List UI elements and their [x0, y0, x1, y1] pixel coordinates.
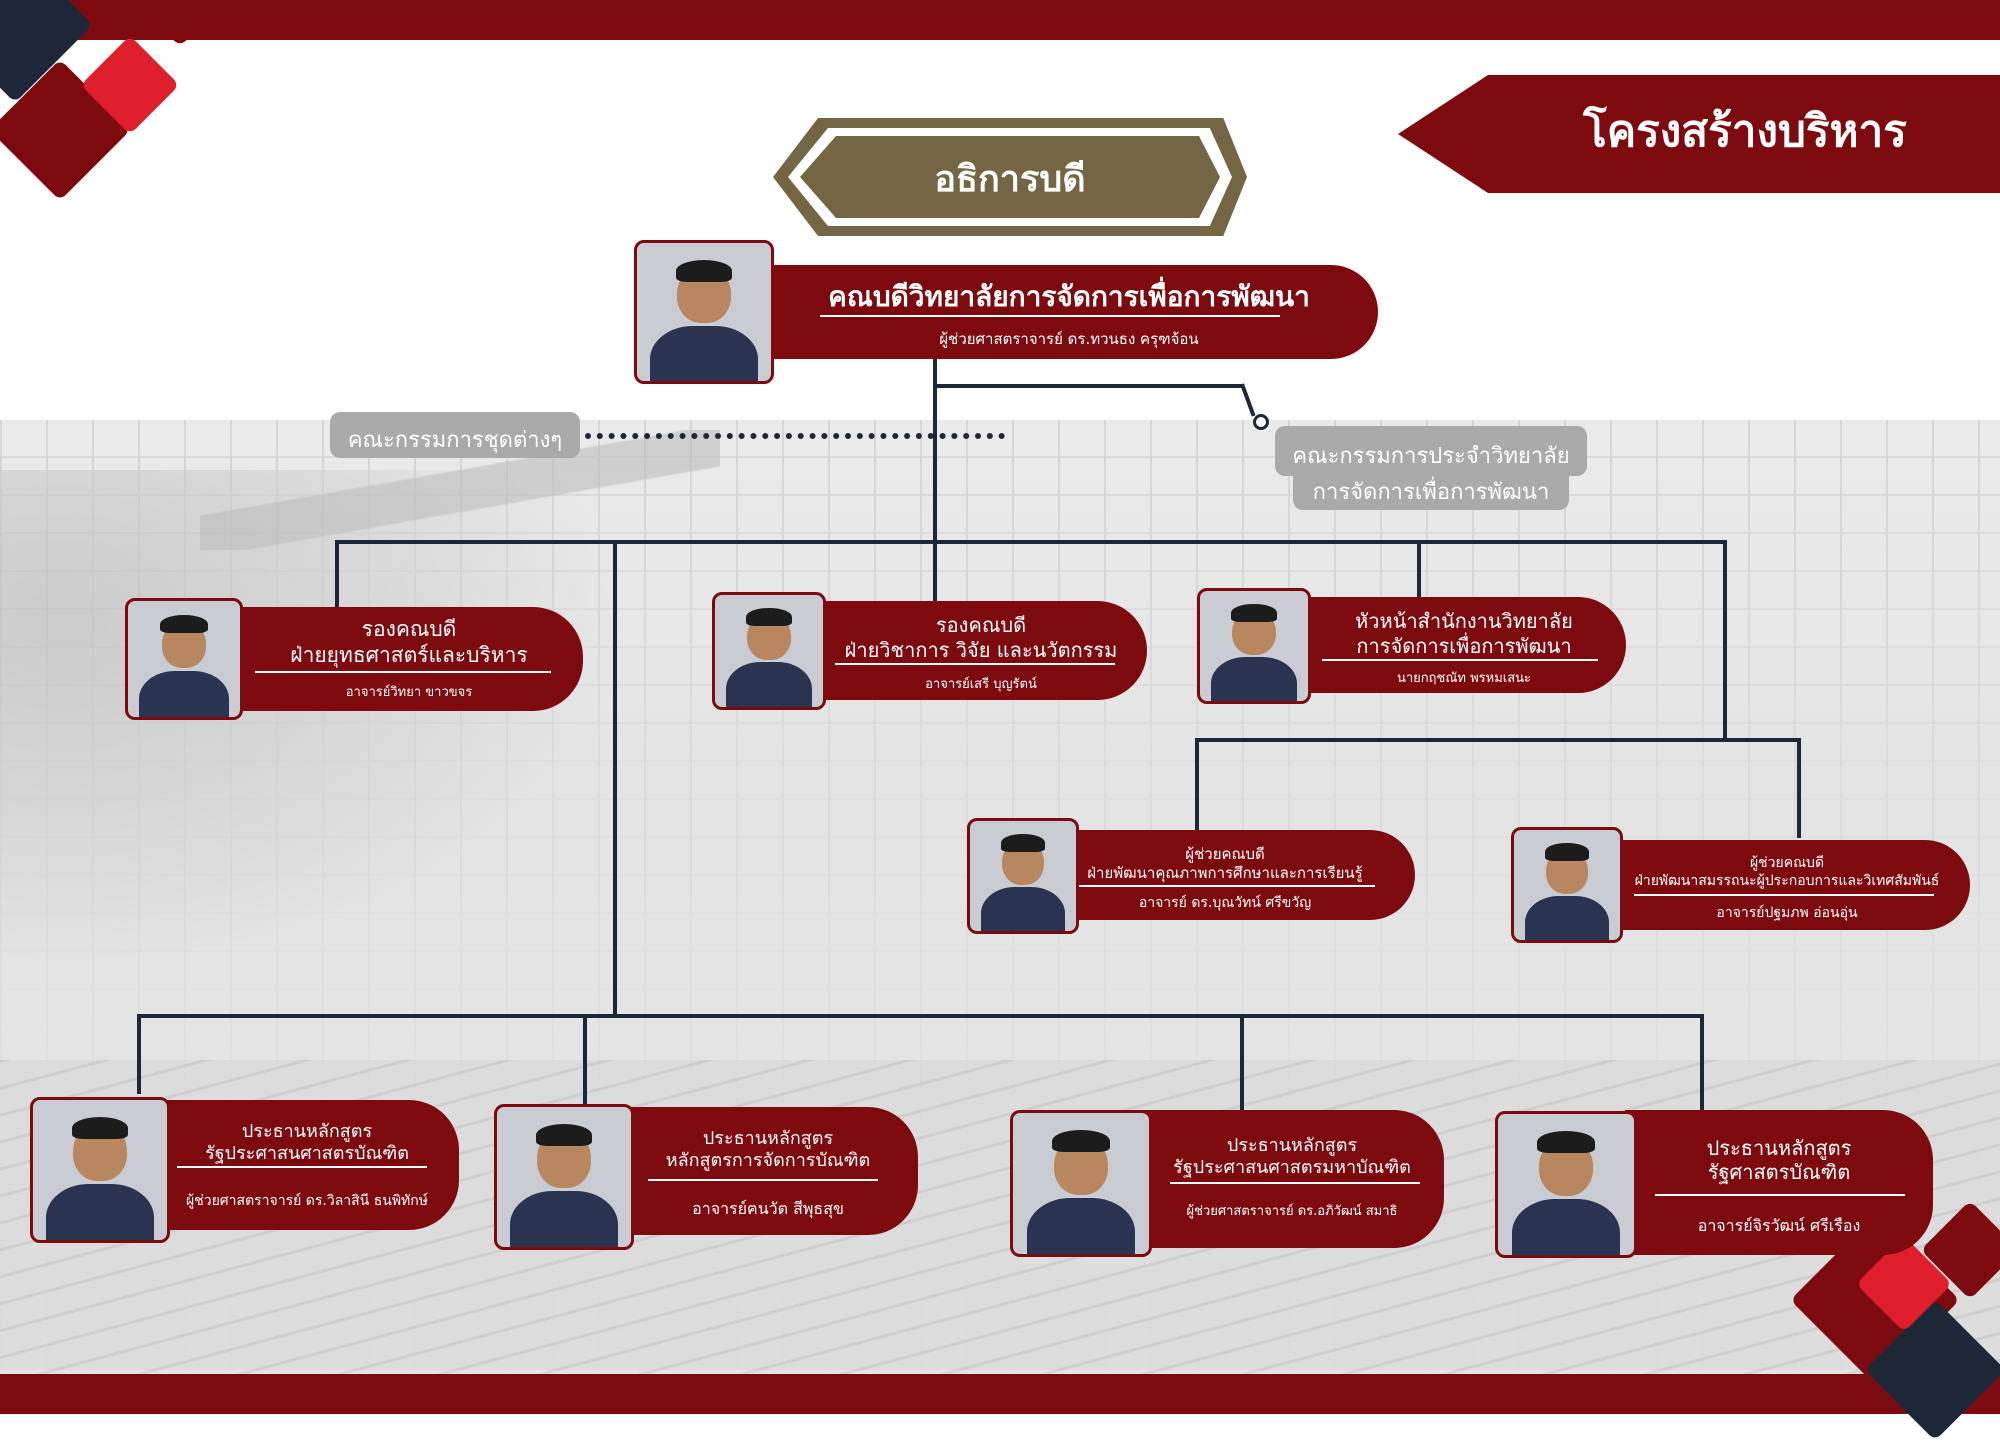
page-title: โครงสร้างบริหาร [1583, 106, 1907, 157]
assistant-photo-1 [967, 818, 1079, 934]
connector-program2-drop [583, 1014, 587, 1104]
assistant-line2-2: ฝ่ายพัฒนาสมรรถนะผู้ประกอบการและวิเทศสัมพ… [1634, 873, 1940, 889]
connector-dean-down [933, 358, 937, 540]
assistant-line1-1: ผู้ช่วยคณบดี [1185, 845, 1265, 863]
program-card-4: ประธานหลักสูตร รัฐศาสตรบัณฑิต อาจารย์จิร… [1625, 1110, 1933, 1255]
program-name-3: ผู้ช่วยศาสตราจารย์ ดร.อภิวัฒน์ สมาธิ [1186, 1204, 1398, 1219]
program-photo-1 [30, 1097, 170, 1243]
president-label: อธิการบดี [934, 159, 1086, 200]
level2-card-2: รองคณบดี ฝ่ายวิชาการ วิจัย และนวัตกรรม อ… [815, 601, 1147, 700]
assistant-line1-2: ผู้ช่วยคณบดี [1749, 855, 1825, 871]
bottom-bar [0, 1374, 2000, 1414]
level2-line2-1: ฝ่ายยุทธศาสตร์และบริหาร [290, 643, 528, 667]
program-name-1: ผู้ช่วยศาสตราจารย์ ดร.วิลาสินี ธนพิทักษ์ [186, 1193, 428, 1209]
level2-line1-3: หัวหน้าสำนักงานวิทยาลัย [1355, 609, 1573, 633]
level2-card-3: หัวหน้าสำนักงานวิทยาลัย การจัดการเพื่อกา… [1302, 597, 1626, 693]
connector-programs-horizontal [137, 1014, 1704, 1018]
level2-line2-2: ฝ่ายวิชาการ วิจัย และนวัตกรรม [844, 638, 1118, 662]
president-plaque-core [800, 136, 1220, 218]
assistant-line2-1: ฝ่ายพัฒนาคุณภาพการศึกษาและการเรียนรู้ [1087, 864, 1363, 882]
level2-name-1: อาจารย์วิทยา ขาวขจร [345, 685, 473, 700]
program-rule-4 [1655, 1194, 1905, 1196]
connector-node [1253, 414, 1269, 430]
assistant-name-1: อาจารย์ ดร.บุณวัทน์ ศรีขวัญ [1138, 895, 1312, 911]
connector-level2-center-drop [933, 540, 937, 602]
connector-level2-right-drop [1417, 540, 1421, 598]
connector-dean-right [933, 384, 1243, 388]
dean-rule [820, 315, 1280, 317]
level2-photo-3 [1197, 588, 1311, 704]
connector-assistant1-drop [1195, 738, 1199, 830]
program-line1-4: ประธานหลักสูตร [1706, 1136, 1852, 1160]
level2-line2-3: การจัดการเพื่อการพัฒนา [1356, 634, 1572, 658]
level2-line1-2: รองคณบดี [935, 613, 1027, 637]
connector-program3-drop [1240, 1014, 1244, 1114]
connector-right-trunk [1723, 540, 1727, 740]
level2-line1-1: รองคณบดี [361, 617, 457, 641]
assistant-card-2: ผู้ช่วยคณบดี ฝ่ายพัฒนาสมรรถนะผู้ประกอบกา… [1604, 840, 1970, 930]
level2-photo-1 [125, 598, 243, 720]
program-line1-3: ประธานหลักสูตร [1226, 1135, 1358, 1156]
level2-photo-2 [712, 592, 826, 710]
connector-committee-diag [1240, 383, 1256, 417]
program-line1-1: ประธานหลักสูตร [241, 1121, 373, 1142]
program-line2-3: รัฐประศาสนศาสตรมหาบัณฑิต [1173, 1157, 1411, 1178]
connector-assistants-horizontal [1195, 738, 1801, 742]
program-photo-4 [1495, 1111, 1637, 1258]
college-committee-line1: คณะกรรมการประจำวิทยาลัย [1292, 444, 1570, 469]
program-photo-2 [494, 1104, 634, 1250]
program-card-3: ประธานหลักสูตร รัฐประศาสนศาสตรมหาบัณฑิต … [1140, 1110, 1444, 1248]
connector-main-trunk [613, 540, 617, 1018]
program-card-1: ประธานหลักสูตร รัฐประศาสนศาสตรบัณฑิต ผู้… [155, 1100, 459, 1230]
level2-name-2: อาจารย์เสรี บุญรัตน์ [925, 677, 1037, 692]
dean-name: ผู้ช่วยศาสตราจารย์ ดร.ทวนธง ครุฑจ้อน [939, 330, 1199, 348]
program-rule-2 [648, 1179, 878, 1181]
assistant-name-2: อาจารย์ปฐมภพ อ่อนอุ่น [1716, 905, 1858, 921]
program-line2-4: รัฐศาสตรบัณฑิต [1707, 1160, 1851, 1184]
connector-program4-drop [1700, 1014, 1704, 1114]
program-line1-2: ประธานหลักสูตร [702, 1128, 834, 1149]
college-committee-box-2: การจัดการเพื่อการพัฒนา [1293, 466, 1569, 510]
dean-card: คณบดีวิทยาลัยการจัดการเพื่อการพัฒนา ผู้ช… [760, 265, 1378, 359]
connector-level2-left-drop [335, 540, 339, 608]
top-bar [0, 0, 2000, 40]
connector-level2-horizontal [335, 540, 1727, 544]
connector-program1-drop [137, 1014, 141, 1094]
committee-various-box: คณะกรรมการชุดต่างๆ [330, 412, 580, 458]
connector-assistant2-drop [1797, 738, 1801, 838]
college-committee-line2: การจัดการเพื่อการพัฒนา [1312, 480, 1550, 505]
connector-dotted-various [585, 433, 1005, 439]
background-hill [0, 470, 620, 970]
program-line2-2: หลักสูตรการจัดการบัณฑิต [665, 1150, 871, 1171]
dean-title: คณบดีวิทยาลัยการจัดการเพื่อการพัฒนา [828, 280, 1310, 313]
level2-rule-2 [835, 663, 1115, 665]
program-name-2: อาจารย์ฅนวัต สีพุธสุข [692, 1199, 844, 1218]
program-rule-3 [1170, 1182, 1420, 1184]
program-line2-1: รัฐประศาสนศาสตรบัณฑิต [205, 1143, 409, 1164]
level2-name-3: นายกฤชณัท พรหมเสนะ [1396, 671, 1532, 686]
assistant-photo-2 [1511, 827, 1623, 943]
program-rule-1 [177, 1166, 427, 1168]
committee-various-label: คณะกรรมการชุดต่างๆ [347, 428, 563, 453]
program-name-4: อาจารย์จิรวัฒน์ ศรีเรือง [1697, 1216, 1861, 1235]
program-photo-3 [1010, 1110, 1152, 1257]
assistant-rule-2 [1634, 894, 1934, 896]
assistant-card-1: ผู้ช่วยคณบดี ฝ่ายพัฒนาคุณภาพการศึกษาและก… [1035, 830, 1415, 920]
program-card-2: ประธานหลักสูตร หลักสูตรการจัดการบัณฑิต อ… [618, 1107, 918, 1235]
dean-photo [634, 240, 774, 384]
level2-card-1: รองคณบดี ฝ่ายยุทธศาสตร์และบริหาร อาจารย์… [235, 607, 583, 711]
level2-rule-3 [1322, 659, 1598, 661]
level2-rule-1 [255, 671, 551, 673]
assistant-rule-1 [1075, 885, 1375, 887]
title-ribbon [1398, 75, 2000, 193]
